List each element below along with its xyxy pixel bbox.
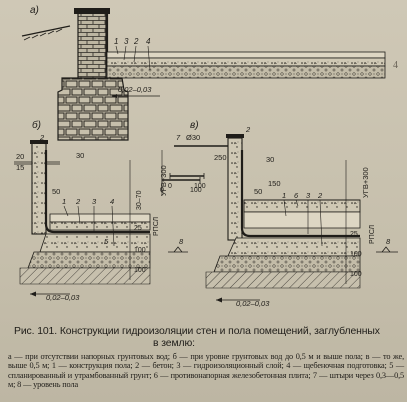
label-v-2: 2 (317, 191, 323, 200)
label-b-5: 5 (104, 237, 109, 246)
waterproof-line-v (240, 150, 360, 238)
floor-concrete-a (106, 57, 386, 67)
label-b-8: 8 (179, 237, 184, 246)
gravel-v (213, 255, 361, 273)
dim-v-50: 50 (254, 187, 262, 196)
floor-construction-b (49, 213, 151, 223)
panel-a-label: а) (30, 5, 39, 16)
slope-label-b: 0,02–0,03 (46, 293, 80, 302)
label-v-7: 7 (176, 133, 181, 142)
dim-v-25: 25 (350, 231, 358, 238)
label-v-6: 6 (294, 191, 299, 200)
wall-brick (77, 11, 107, 79)
panel-b-label: б) (32, 119, 41, 131)
foundation-a (57, 77, 129, 141)
slope-label-v: 0,02–0,03 (236, 299, 270, 308)
dim-b-100b: 100 (134, 267, 146, 274)
dim-b-range: 30–70 (136, 190, 143, 210)
wall-cap (74, 8, 110, 14)
counterpressure-slab-v (243, 199, 361, 213)
caption-title-line1: Рис. 101. Конструкции гидроизоляции стен… (14, 326, 380, 337)
panel-v-label: в) (190, 120, 199, 131)
floor-construction-v (243, 211, 361, 229)
figure-caption: Рис. 101. Конструкции гидроизоляции стен… (8, 326, 404, 390)
dim-v-100b: 100 (350, 271, 362, 278)
panel-v: в) 7 Ø30 2 250 30 150 50 1 6 3 2 25 100 … (168, 120, 398, 308)
scale-v-100: 100 (194, 183, 206, 190)
label-b-3: 3 (92, 197, 97, 206)
caption-title: Рис. 101. Конструкции гидроизоляции стен… (8, 326, 404, 349)
dim-v-phi: Ø30 (186, 133, 200, 142)
slope-label-a: 0,02–0,03 (118, 85, 152, 94)
dim-b-20: 20 (16, 152, 24, 161)
scale-b-100: 100 (190, 187, 202, 194)
wall-v (227, 137, 243, 241)
label-b-4: 4 (110, 197, 114, 206)
label-v-8: 8 (386, 237, 391, 246)
label-a-2: 2 (133, 37, 139, 46)
floor-gravel-a (106, 65, 386, 79)
pl-mark-b: РПСЛ (153, 216, 160, 236)
label-v-3: 3 (306, 191, 311, 200)
dim-v-100a: 100 (350, 251, 362, 258)
panel-b: б) 2 20 15 30 50 1 2 3 4 5 25 100 100 30… (14, 119, 202, 302)
gravel-b (27, 251, 151, 269)
soil-v (205, 271, 361, 289)
caption-legend: а — при отсутствии напорных грунтовых во… (8, 352, 404, 390)
label-a-3: 3 (124, 37, 129, 46)
dim-b-30top: 30 (76, 151, 84, 160)
dim-v-150: 150 (268, 179, 281, 188)
figure-drawings: а) 1 3 2 4 0,02–0,03 б) 2 20 15 30 (14, 5, 398, 308)
label-a-4: 4 (146, 37, 151, 46)
pl-mark-v: РПСЛ (369, 224, 376, 244)
label-v-1: 1 (282, 191, 286, 200)
label-b-2top: 2 (39, 133, 45, 142)
label-v-2top: 2 (245, 125, 251, 134)
label-b-2: 2 (75, 197, 81, 206)
dim-b-15: 15 (16, 163, 24, 172)
waterproof-line-b (44, 150, 150, 234)
floor-concrete-b (49, 221, 151, 231)
caption-title-line2: в землю: (153, 337, 195, 349)
scale-b-0: 0 (160, 187, 164, 194)
scale-v-0: 0 (168, 183, 172, 190)
dim-b-50: 50 (52, 187, 60, 196)
page-margin-mark: 4 (393, 60, 398, 71)
soil-b (19, 267, 151, 285)
dim-b-100a: 100 (134, 247, 146, 254)
wall-b (31, 141, 47, 235)
dim-b-25: 25 (134, 225, 142, 232)
dim-v-250: 250 (214, 153, 227, 162)
gwl-v: УГВ+300 (361, 167, 370, 198)
panel-a: а) 1 3 2 4 0,02–0,03 (21, 5, 386, 141)
label-a-1: 1 (114, 37, 118, 46)
slab-v (227, 237, 361, 257)
label-b-1: 1 (62, 197, 66, 206)
dim-v-30: 30 (266, 155, 274, 164)
